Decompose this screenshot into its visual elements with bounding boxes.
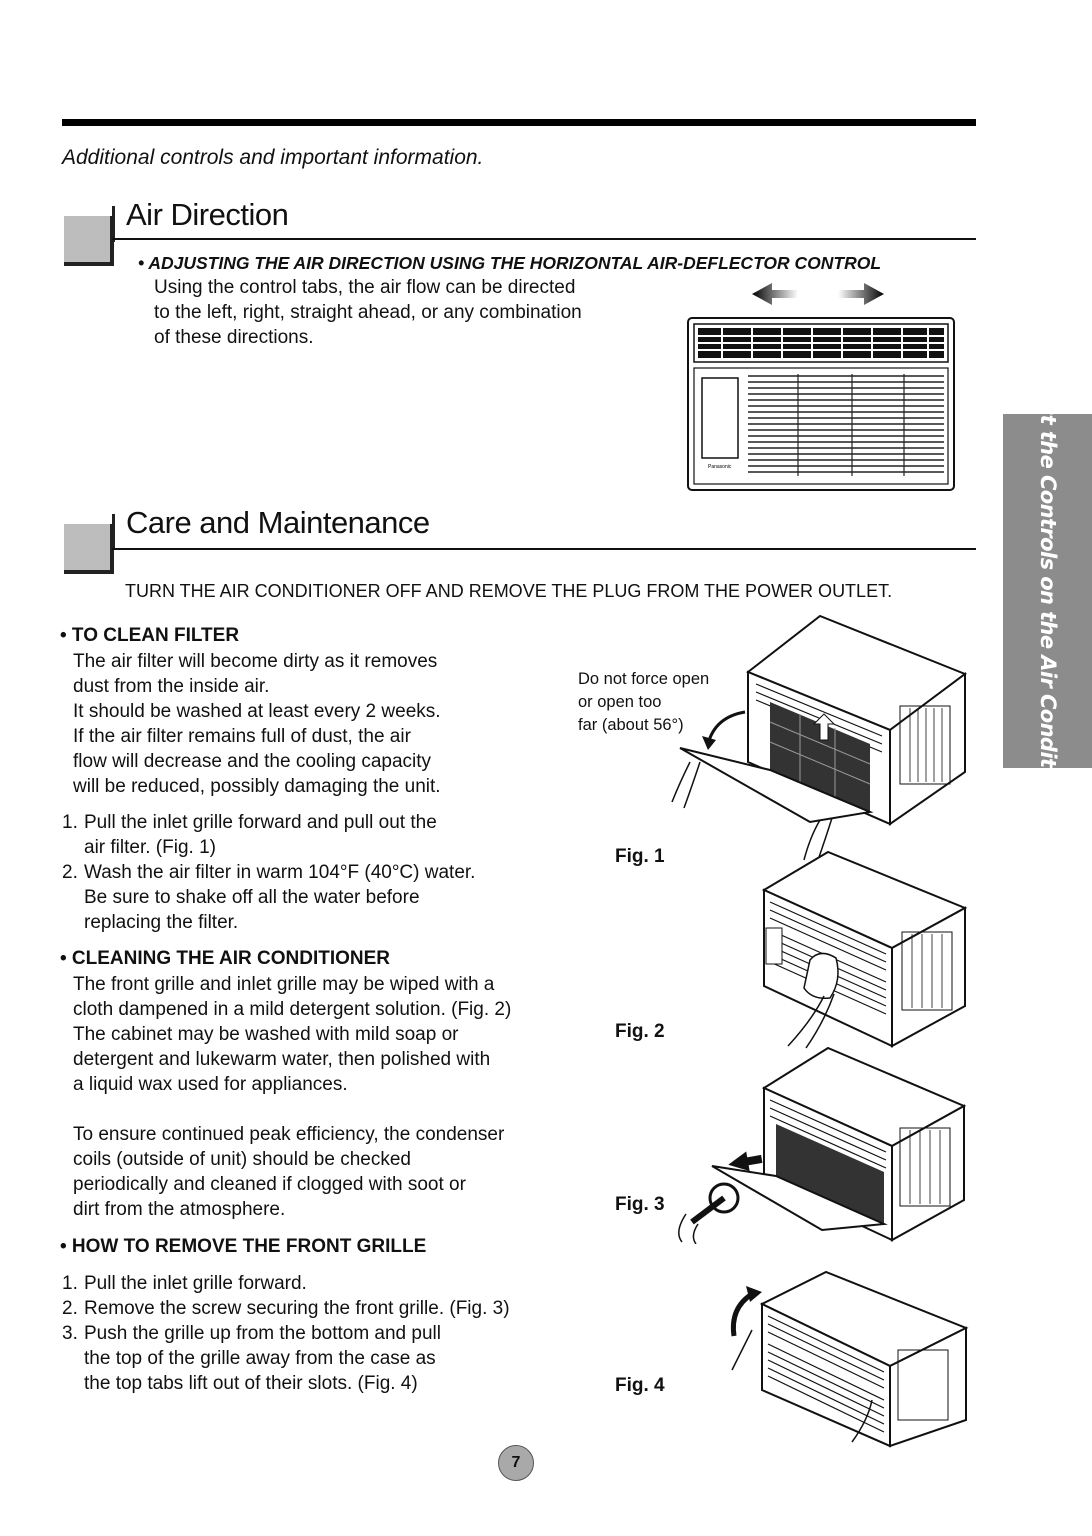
grille-steps: 1. Pull the inlet grille forward. 2. Rem…: [62, 1271, 562, 1396]
side-tab-label: About the Controls on the Air Conditione…: [1035, 356, 1060, 826]
text-line: detergent and lukewarm water, then polis…: [73, 1049, 491, 1070]
list-item: 2. Remove the screw securing the front g…: [62, 1298, 510, 1319]
list-item: 3. Push the grille up from the bottom an…: [62, 1323, 441, 1394]
section-rule: [112, 238, 976, 240]
text-line: periodically and cleaned if clogged with…: [73, 1174, 466, 1195]
fig1-illustration: [671, 614, 968, 861]
page-intro: Additional controls and important inform…: [62, 146, 484, 169]
text-line: dust from the inside air.: [73, 676, 270, 697]
text-line: of these directions.: [154, 327, 314, 348]
list-item: 2. Wash the air filter in warm 104°F (40…: [62, 862, 476, 933]
filter-heading: • TO CLEAN FILTER: [60, 625, 240, 646]
fig3-illustration: [678, 1046, 967, 1244]
section-tick: [112, 514, 115, 550]
fig4-illustration: [730, 1270, 969, 1448]
top-rule: [62, 119, 976, 126]
brand-logo: Panasonic: [708, 464, 732, 470]
filter-text: The air filter will become dirty as it r…: [73, 649, 441, 799]
section-tick: [112, 206, 115, 242]
text-line: a liquid wax used for appliances.: [73, 1074, 348, 1095]
text-line: Using the control tabs, the air flow can…: [154, 277, 576, 298]
side-section-tab: About the Controls on the Air Conditione…: [1003, 356, 1092, 826]
filter-steps: 1. Pull the inlet grille forward and pul…: [62, 810, 542, 935]
text-line: flow will decrease and the cooling capac…: [73, 751, 432, 772]
section-rule: [112, 548, 976, 550]
fig1-caption: Do not force open or open too far (about…: [578, 670, 710, 734]
fig2-illustration: [761, 850, 968, 1049]
text-line: cloth dampened in a mild detergent solut…: [73, 999, 512, 1020]
section-title-air-direction: Air Direction: [126, 197, 289, 232]
air-conditioner-front-illustration: Panasonic: [687, 283, 955, 491]
section-marker-air-direction: [64, 216, 114, 266]
page-number: 7: [498, 1445, 534, 1481]
text-line: will be reduced, possibly damaging the u…: [73, 776, 441, 797]
condenser-text: To ensure continued peak efficiency, the…: [73, 1122, 504, 1222]
text-line: If the air filter remains full of dust, …: [73, 726, 411, 747]
fig4-label: Fig. 4: [615, 1375, 665, 1396]
text-line: dirt from the atmosphere.: [73, 1199, 286, 1220]
fig3-label: Fig. 3: [615, 1194, 665, 1215]
text-line: The front grille and inlet grille may be…: [73, 974, 495, 995]
text-line: It should be washed at least every 2 wee…: [73, 701, 441, 722]
air-direction-subheading: • ADJUSTING THE AIR DIRECTION USING THE …: [138, 253, 882, 273]
fig1-label: Fig. 1: [615, 846, 665, 867]
text-line: coils (outside of unit) should be checke…: [73, 1149, 411, 1170]
text-line: To ensure continued peak efficiency, the…: [73, 1124, 505, 1145]
fig2-label: Fig. 2: [615, 1021, 665, 1042]
safety-warning: TURN THE AIR CONDITIONER OFF AND REMOVE …: [125, 581, 893, 601]
grille-heading: • HOW TO REMOVE THE FRONT GRILLE: [60, 1236, 427, 1257]
air-direction-text: Using the control tabs, the air flow can…: [154, 275, 582, 350]
text-line: to the left, right, straight ahead, or a…: [154, 302, 582, 323]
section-title-care: Care and Maintenance: [126, 505, 430, 540]
cleaning-text: The front grille and inlet grille may be…: [73, 972, 511, 1097]
double-arrow-icon: [752, 283, 884, 305]
section-marker-care: [64, 524, 114, 574]
text-line: The cabinet may be washed with mild soap…: [73, 1024, 459, 1045]
list-item: 1. Pull the inlet grille forward.: [62, 1273, 307, 1294]
text-line: The air filter will become dirty as it r…: [73, 651, 438, 672]
cleaning-heading: • CLEANING THE AIR CONDITIONER: [60, 948, 391, 969]
list-item: 1. Pull the inlet grille forward and pul…: [62, 812, 437, 858]
